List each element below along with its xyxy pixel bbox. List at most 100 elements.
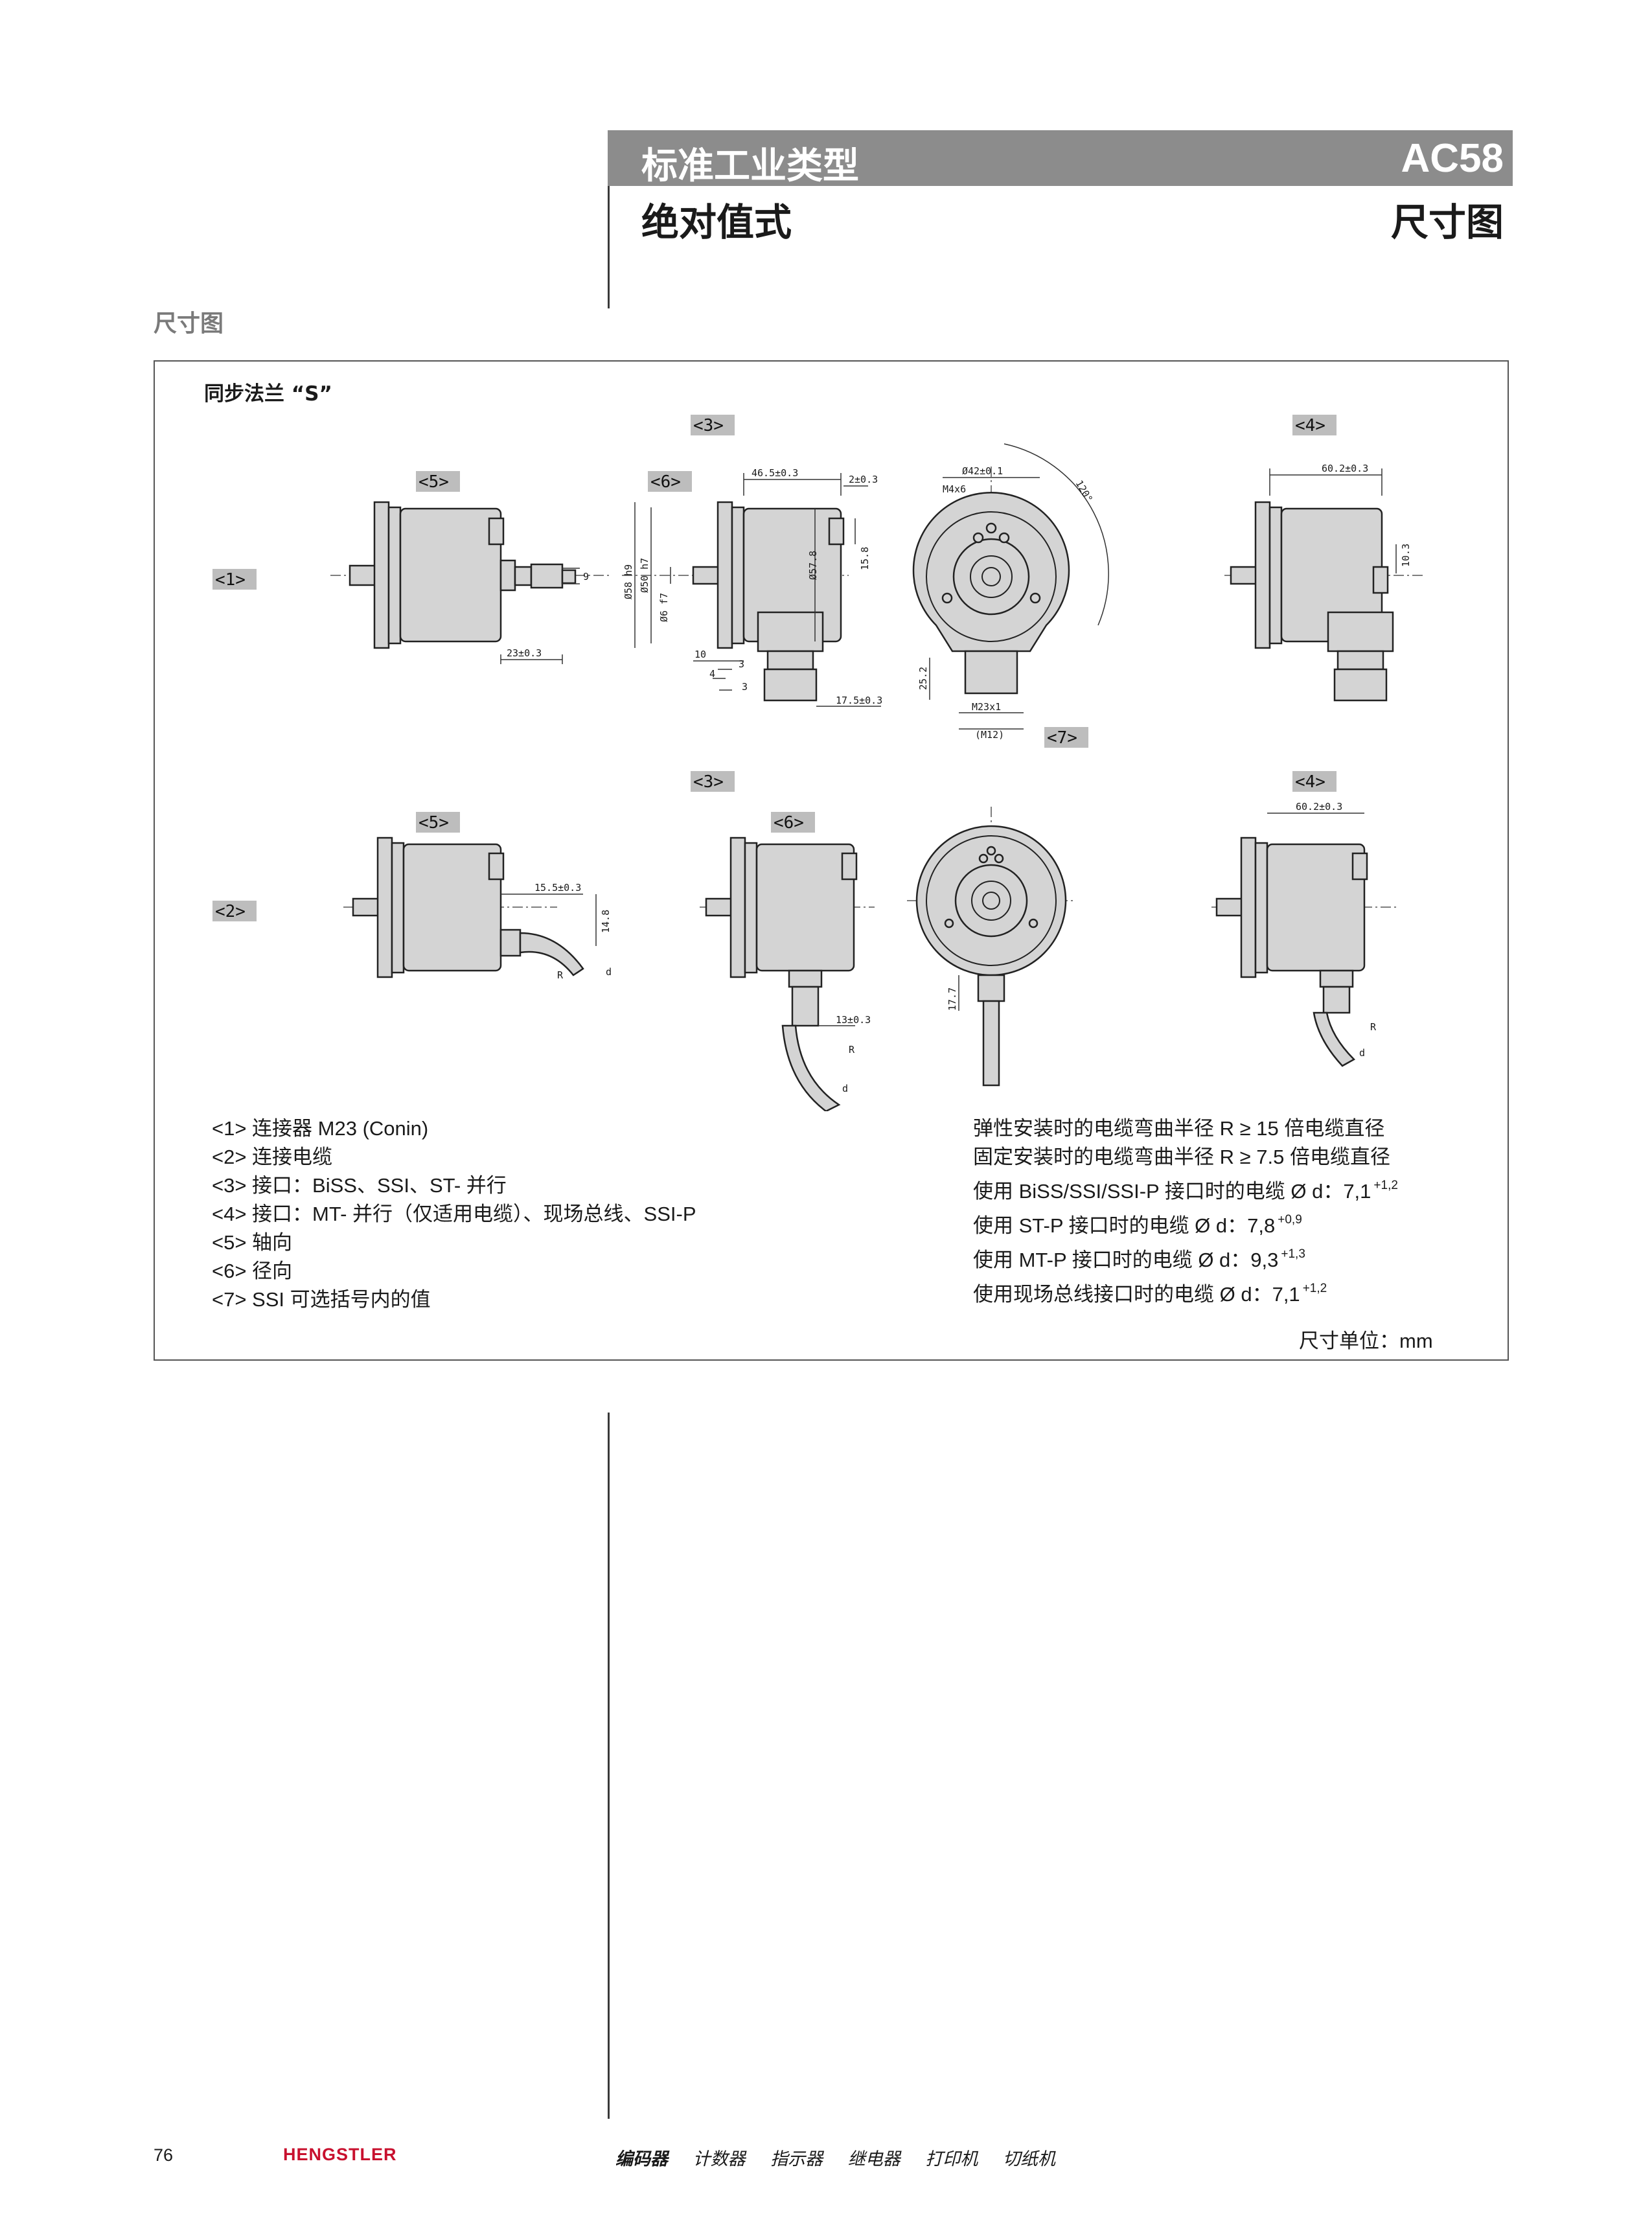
bottom-divider-line: [608, 1413, 610, 2119]
svg-text:13±0.3: 13±0.3: [836, 1014, 871, 1026]
encoder-axial-cable-drawing: 15.5±0.3 14.8 R d: [343, 837, 612, 981]
svg-text:17.5±0.3: 17.5±0.3: [836, 695, 882, 706]
cable-note: 弹性安装时的电缆弯曲半径 R ≥ 15 倍电缆直径: [973, 1117, 1385, 1140]
svg-text:M4x6: M4x6: [943, 483, 966, 495]
legend-right: 弹性安装时的电缆弯曲半径 R ≥ 15 倍电缆直径 固定安装时的电缆弯曲半径 R…: [973, 1114, 1398, 1309]
svg-text:4: 4: [709, 668, 715, 680]
callout-6-bottom: <6>: [771, 812, 815, 833]
svg-text:<4>: <4>: [1295, 416, 1325, 435]
callout-4-top: <4>: [1292, 415, 1337, 435]
svg-text:<5>: <5>: [419, 472, 449, 492]
svg-text:d: d: [606, 966, 612, 978]
callout-7: <7>: [1044, 727, 1088, 748]
svg-text:R: R: [849, 1044, 855, 1056]
svg-text:<7>: <7>: [1047, 728, 1077, 748]
svg-text:d: d: [842, 1083, 848, 1094]
svg-text:d: d: [1359, 1047, 1365, 1059]
model-name: AC58: [1401, 136, 1504, 181]
page-number: 76: [154, 2145, 174, 2165]
svg-text:<5>: <5>: [419, 813, 449, 833]
page-topic: 尺寸图: [1390, 200, 1504, 244]
svg-text:60.2±0.3: 60.2±0.3: [1322, 463, 1368, 474]
unit-note: 尺寸单位：mm: [1299, 1330, 1433, 1352]
legend-item: <4> 接口：MT- 并行（仅适用电缆）、现场总线、SSI-P: [212, 1203, 696, 1225]
svg-text:25.2: 25.2: [917, 667, 929, 690]
svg-text:M23x1: M23x1: [972, 701, 1001, 713]
svg-text:10: 10: [694, 649, 706, 660]
legend-item: <6> 径向: [212, 1260, 293, 1282]
svg-text:Ø6 f7: Ø6 f7: [658, 593, 670, 622]
callout-1: <1>: [212, 569, 257, 590]
svg-text:Ø58 h9: Ø58 h9: [623, 564, 634, 599]
svg-text:<3>: <3>: [693, 416, 724, 435]
cable-note: 使用 MT-P 接口时的电缆 Ø d：9,3+1,3: [973, 1247, 1305, 1271]
legend-left: <1> 连接器 M23 (Conin) <2> 连接电缆 <3> 接口：BiSS…: [212, 1114, 696, 1314]
category-title: 标准工业类型: [641, 145, 859, 187]
footer-nav-item[interactable]: 继电器: [847, 2149, 901, 2169]
svg-text:<2>: <2>: [215, 902, 246, 921]
encoder-front-view-cable-drawing: 17.7: [907, 807, 1075, 1087]
dimension-drawing-frame: [154, 360, 1509, 1361]
encoder-side-view-4-cable-drawing: 60.2±0.3 R d: [1211, 801, 1399, 1067]
footer-nav-item[interactable]: 打印机: [925, 2149, 978, 2169]
legend-item: <1> 连接器 M23 (Conin): [212, 1117, 429, 1140]
svg-text:R: R: [557, 969, 564, 981]
dimension-drawings: .body { fill: #d4d4d4; stroke: #222; str…: [212, 415, 1425, 1111]
encoder-radial-connector-drawing: 46.5±0.3 2±0.3 Ø58 h9 Ø50 h7 Ø6 f7 Ø57.8…: [622, 467, 882, 707]
footer-nav: 编码器 计数器 指示器 继电器 打印机 切纸机: [615, 2145, 1075, 2170]
svg-text:15.5±0.3: 15.5±0.3: [534, 882, 581, 894]
encoder-radial-cable-drawing: 13±0.3 R d: [700, 837, 875, 1111]
legend-item: <7> SSI 可选括号内的值: [212, 1288, 431, 1311]
cable-note: 使用现场总线接口时的电缆 Ø d：7,1+1,2: [973, 1282, 1327, 1306]
callout-6-top: <6>: [648, 471, 692, 492]
callout-3-bottom: <3>: [691, 771, 735, 792]
footer-nav-item[interactable]: 编码器: [615, 2149, 668, 2169]
svg-text:<4>: <4>: [1295, 772, 1325, 792]
svg-text:<6>: <6>: [774, 813, 804, 833]
legend-item: <3> 接口：BiSS、SSI、ST- 并行: [212, 1174, 507, 1197]
svg-text:10.3: 10.3: [1400, 544, 1412, 567]
header-subrow: 绝对值式 尺寸图: [608, 192, 1504, 250]
svg-text:R: R: [1370, 1021, 1377, 1033]
svg-text:2±0.3: 2±0.3: [849, 474, 878, 485]
header-bar: 标准工业类型 AC58: [608, 130, 1513, 187]
callout-2: <2>: [212, 901, 257, 921]
encoder-axial-connector-drawing: 23±0.3 9: [330, 501, 609, 664]
top-divider-line: [608, 130, 610, 308]
svg-text:3: 3: [739, 658, 744, 670]
encoder-type: 绝对值式: [641, 200, 792, 244]
encoder-side-view-4-drawing: 60.2±0.3 10.3: [1224, 463, 1425, 702]
svg-text:60.2±0.3: 60.2±0.3: [1296, 801, 1342, 813]
svg-text:<6>: <6>: [650, 472, 681, 492]
encoder-front-view-drawing: 120° Ø42±0.1 M4x6 25.2 M23x1 (M12): [912, 443, 1109, 741]
svg-text:15.8: 15.8: [859, 547, 871, 570]
callout-3-top: <3>: [691, 415, 735, 435]
svg-text:23±0.3: 23±0.3: [507, 647, 542, 659]
svg-text:9: 9: [583, 571, 589, 583]
footer-nav-item[interactable]: 切纸机: [1002, 2149, 1055, 2169]
svg-text:3: 3: [742, 681, 748, 693]
brand-logo: HENGSTLER: [283, 2145, 397, 2164]
svg-text:46.5±0.3: 46.5±0.3: [751, 467, 798, 479]
svg-text:<3>: <3>: [693, 772, 724, 792]
callout-5-top: <5>: [416, 471, 460, 492]
cable-note: 固定安装时的电缆弯曲半径 R ≥ 7.5 倍电缆直径: [973, 1146, 1390, 1168]
svg-text:Ø57.8: Ø57.8: [807, 551, 819, 580]
callout-5-bottom: <5>: [416, 812, 460, 833]
svg-text:Ø50 h7: Ø50 h7: [639, 558, 650, 593]
footer-nav-item[interactable]: 指示器: [770, 2149, 823, 2169]
svg-text:120°: 120°: [1073, 478, 1096, 504]
flange-title: 同步法兰 “S”: [204, 382, 332, 406]
svg-text:(M12): (M12): [975, 729, 1004, 741]
svg-text:<1>: <1>: [215, 570, 246, 590]
section-title: 尺寸图: [154, 310, 224, 337]
cable-note: 使用 ST-P 接口时的电缆 Ø d：7,8+0,9: [973, 1213, 1302, 1237]
footer-nav-item[interactable]: 计数器: [693, 2149, 746, 2169]
legend-item: <2> 连接电缆: [212, 1146, 333, 1168]
svg-text:17.7: 17.7: [946, 987, 958, 1011]
svg-text:Ø42±0.1: Ø42±0.1: [962, 465, 1003, 477]
callout-4-bottom: <4>: [1292, 771, 1337, 792]
svg-text:14.8: 14.8: [600, 910, 612, 933]
legend-item: <5> 轴向: [212, 1231, 293, 1254]
cable-note: 使用 BiSS/SSI/SSI-P 接口时的电缆 Ø d：7,1+1,2: [973, 1179, 1398, 1203]
